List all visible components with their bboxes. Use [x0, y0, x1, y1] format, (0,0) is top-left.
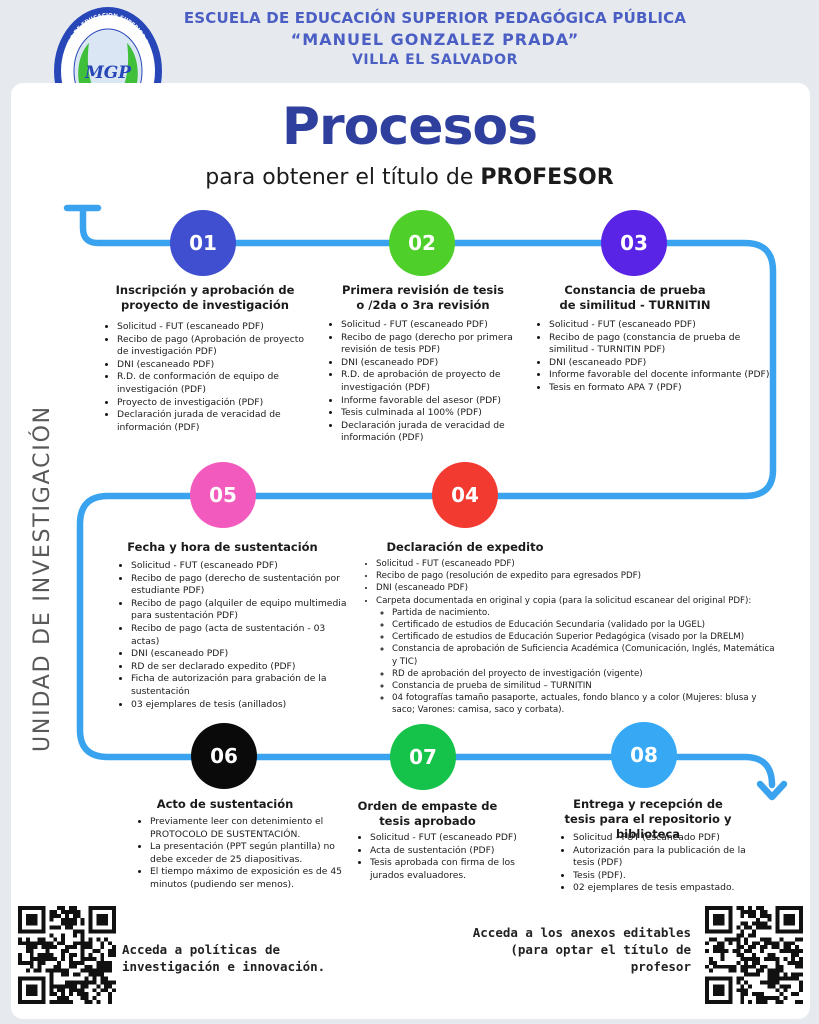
sub-list-item: Certificado de estudios de Educación Sup…: [392, 631, 776, 643]
step-04-list: Solicitud - FUT (escaneado PDF) Recibo d…: [362, 558, 776, 717]
list-item: Solicitud - FUT (escaneado PDF): [573, 832, 753, 845]
list-item: Declaración jurada de veracidad de infor…: [117, 409, 312, 434]
list-item: Carpeta documentada en original y copia …: [376, 595, 776, 717]
list-item: El tiempo máximo de exposición es de 45 …: [150, 866, 350, 891]
school-name-line1: ESCUELA DE EDUCACIÓN SUPERIOR PEDAGÓGICA…: [183, 9, 687, 27]
list-item: 03 ejemplares de tesis (anillados): [131, 699, 356, 712]
list-item: Recibo de pago (acta de sustentación - 0…: [131, 623, 356, 648]
step-05-number: 05: [209, 483, 237, 507]
step-07-list: Solicitud - FUT (escaneado PDF) Acta de …: [356, 832, 535, 882]
list-item: Acta de sustentación (PDF): [370, 845, 535, 858]
step-05-title: Fecha y hora de sustentación: [127, 540, 318, 554]
step-03-number: 03: [620, 231, 648, 255]
step-01-title: Inscripción y aprobación de proyecto de …: [115, 283, 295, 312]
list-item: Recibo de pago (Aprobación de proyecto d…: [117, 334, 312, 359]
qr-code-right[interactable]: [705, 906, 803, 1004]
list-item: Previamente leer con detenimiento el PRO…: [150, 816, 350, 841]
list-item-text: Carpeta documentada en original y copia …: [376, 595, 752, 606]
step-08-list: Solicitud - FUT (escaneado PDF) Autoriza…: [559, 832, 753, 895]
step-05-list: Solicitud - FUT (escaneado PDF) Recibo d…: [117, 560, 356, 711]
list-item: Solicitud - FUT (escaneado PDF): [131, 560, 356, 573]
step-02-circle: 02: [389, 210, 455, 276]
school-location: VILLA EL SALVADOR: [351, 52, 519, 68]
step-03-list: Solicitud - FUT (escaneado PDF) Recibo d…: [535, 319, 779, 395]
list-item: Autorización para la publicación de la t…: [573, 845, 753, 870]
step-02-list: Solicitud - FUT (escaneado PDF) Recibo d…: [327, 319, 531, 445]
list-item: RD de ser declarado expedito (PDF): [131, 661, 356, 674]
step-04-title: Declaración de expedito: [386, 540, 544, 554]
sub-list-item: Constancia de aprobación de Suficiencia …: [392, 643, 776, 667]
list-item: Declaración jurada de veracidad de infor…: [341, 420, 531, 445]
step-02-title: Primera revisión de tesis o /2da o 3ra r…: [341, 283, 504, 312]
sub-list-item: 04 fotografías tamaño pasaporte, actuale…: [392, 692, 776, 716]
subtitle-prefix: para obtener el título de: [205, 165, 481, 190]
step-01-circle: 01: [170, 210, 236, 276]
school-header: ESCUELA DE EDUCACIÓN SUPERIOR PEDAGÓGICA…: [150, 8, 720, 71]
list-item: R.D. de aprobación de proyecto de invest…: [341, 369, 531, 394]
list-item: R.D. de conformación de equipo de invest…: [117, 371, 312, 396]
school-name-line2: “MANUEL GONZALEZ PRADA”: [290, 30, 580, 49]
step-08-title: Entrega y recepción de tesis para el rep…: [564, 797, 732, 841]
step-03-circle: 03: [601, 210, 667, 276]
subtitle-bold: PROFESOR: [480, 165, 614, 190]
qr-code-left[interactable]: [18, 906, 116, 1004]
list-item: DNI (escaneado PDF): [376, 582, 776, 594]
list-item: Solicitud - FUT (escaneado PDF): [117, 321, 312, 334]
step-02-number: 02: [408, 231, 436, 255]
step-06-list: Previamente leer con detenimiento el PRO…: [136, 816, 350, 892]
sub-list-item: Partida de nacimiento.: [392, 607, 776, 619]
list-item: Tesis (PDF).: [573, 870, 753, 883]
step-04-sublist: Partida de nacimiento. Certificado de es…: [376, 607, 776, 717]
list-item: DNI (escaneado PDF): [131, 648, 356, 661]
list-item: Solicitud - FUT (escaneado PDF): [376, 558, 776, 570]
qr-left-caption: Acceda a políticas de investigación e in…: [122, 942, 326, 974]
list-item: Recibo de pago (derecho por primera revi…: [341, 332, 531, 357]
list-item: DNI (escaneado PDF): [341, 357, 531, 370]
step-07-number: 07: [409, 745, 437, 769]
step-06-number: 06: [210, 744, 238, 768]
list-item: Solicitud - FUT (escaneado PDF): [549, 319, 779, 332]
list-item: 02 ejemplares de tesis empastado.: [573, 882, 753, 895]
list-item: DNI (escaneado PDF): [117, 359, 312, 372]
list-item: Tesis aprobada con firma de los jurados …: [370, 857, 535, 882]
list-item: Recibo de pago (alquiler de equipo multi…: [131, 598, 356, 623]
list-item: Solicitud - FUT (escaneado PDF): [370, 832, 535, 845]
sub-list-item: Constancia de prueba de similitud – TURN…: [392, 680, 776, 692]
step-07-circle: 07: [390, 724, 456, 790]
list-item: Informe favorable del asesor (PDF): [341, 395, 531, 408]
page-subtitle: para obtener el título de PROFESOR: [0, 165, 819, 190]
step-04-number: 04: [451, 483, 479, 507]
path-arrow-head: [756, 780, 788, 801]
list-item: Recibo de pago (resolución de expedito p…: [376, 570, 776, 582]
list-item: Solicitud - FUT (escaneado PDF): [341, 319, 531, 332]
qr-right-caption: Acceda a los anexos editables (para opta…: [472, 925, 691, 974]
vertical-section-label: UNIDAD DE INVESTIGACIÓN: [30, 405, 55, 752]
list-item: Recibo de pago (derecho de sustentación …: [131, 573, 356, 598]
step-04-circle: 04: [432, 462, 498, 528]
list-item: Tesis en formato APA 7 (PDF): [549, 382, 779, 395]
list-item: La presentación (PPT según plantilla) no…: [150, 841, 350, 866]
step-01-number: 01: [189, 231, 217, 255]
step-03-title: Constancia de prueba de similitud - TURN…: [559, 283, 711, 312]
step-06-circle: 06: [191, 723, 257, 789]
list-item: Recibo de pago (constancia de prueba de …: [549, 332, 779, 357]
list-item: Tesis culminada al 100% (PDF): [341, 407, 531, 420]
page-title: Procesos: [281, 97, 538, 157]
sub-list-item: RD de aprobación del proyecto de investi…: [392, 668, 776, 680]
step-08-number: 08: [630, 743, 658, 767]
step-05-circle: 05: [190, 462, 256, 528]
list-item: Informe favorable del docente informante…: [549, 369, 779, 382]
list-item: Proyecto de investigación (PDF): [117, 397, 312, 410]
sub-list-item: Certificado de estudios de Educación Sec…: [392, 619, 776, 631]
step-07-title: Orden de empaste de tesis aprobado: [357, 799, 498, 828]
list-item: Ficha de autorización para grabación de …: [131, 673, 356, 698]
seal-monogram: MGP: [84, 63, 132, 83]
step-06-title: Acto de sustentación: [156, 797, 294, 811]
list-item: DNI (escaneado PDF): [549, 357, 779, 370]
step-08-circle: 08: [611, 722, 677, 788]
step-01-list: Solicitud - FUT (escaneado PDF) Recibo d…: [103, 321, 312, 434]
